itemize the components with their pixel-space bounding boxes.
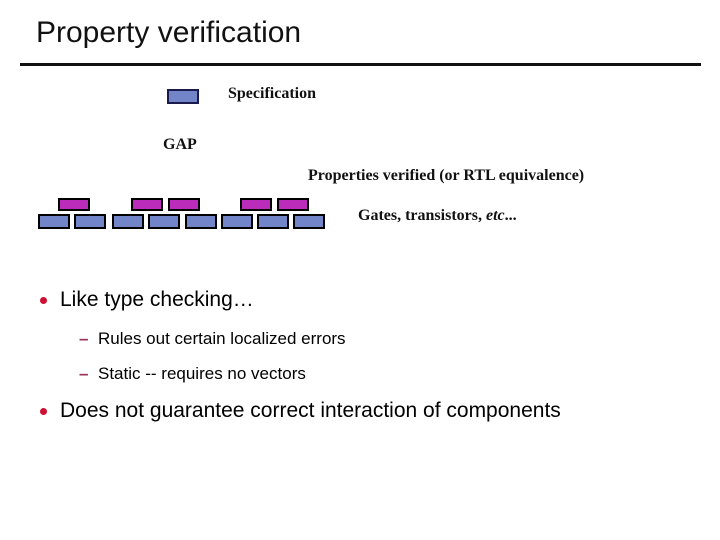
gates-label-prefix: Gates, transistors,: [358, 207, 486, 224]
specification-label: Specification: [228, 85, 316, 102]
sub-bullet-item: –Static -- requires no vectors: [0, 364, 700, 384]
property-box: [277, 198, 309, 211]
gates-label-etc: etc: [485, 207, 505, 224]
title-underline: [20, 63, 701, 66]
bullet-text: Rules out certain localized errors: [98, 329, 346, 348]
sub-bullet-item: –Rules out certain localized errors: [0, 329, 700, 349]
gate-box: [38, 214, 70, 229]
bullet-item: Like type checking…: [0, 288, 700, 311]
properties-verified-label: Properties verified (or RTL equivalence): [308, 167, 585, 184]
gate-box: [185, 214, 217, 229]
property-box: [240, 198, 272, 211]
property-box: [168, 198, 200, 211]
property-box: [58, 198, 90, 211]
gates-boxes-row: [0, 214, 720, 230]
property-box: [131, 198, 163, 211]
gate-box: [257, 214, 289, 229]
gate-box: [221, 214, 253, 229]
gate-box: [74, 214, 106, 229]
specification-box: [167, 89, 199, 104]
bullet-dash-icon: –: [79, 329, 89, 348]
gate-box: [148, 214, 180, 229]
bullet-text: Like type checking…: [60, 288, 254, 311]
bullet-text: Static -- requires no vectors: [98, 364, 306, 383]
bullet-list: Like type checking… –Rules out certain lo…: [0, 288, 700, 440]
properties-boxes-row: [0, 198, 720, 212]
gap-label: GAP: [163, 136, 197, 153]
gate-box: [293, 214, 325, 229]
gates-transistors-label: Gates, transistors, etc...: [358, 207, 517, 225]
bullet-text: Does not guarantee correct interaction o…: [60, 399, 561, 422]
bullet-dash-icon: –: [79, 364, 89, 383]
bullet-dot-icon: [40, 408, 47, 415]
gate-box: [112, 214, 144, 229]
bullet-item: Does not guarantee correct interaction o…: [0, 399, 700, 422]
bullet-dot-icon: [40, 297, 47, 304]
slide-title: Property verification: [36, 16, 302, 49]
abstraction-levels-diagram: Specification GAP Properties verified (o…: [0, 0, 720, 260]
gates-label-suffix: ...: [504, 207, 517, 224]
